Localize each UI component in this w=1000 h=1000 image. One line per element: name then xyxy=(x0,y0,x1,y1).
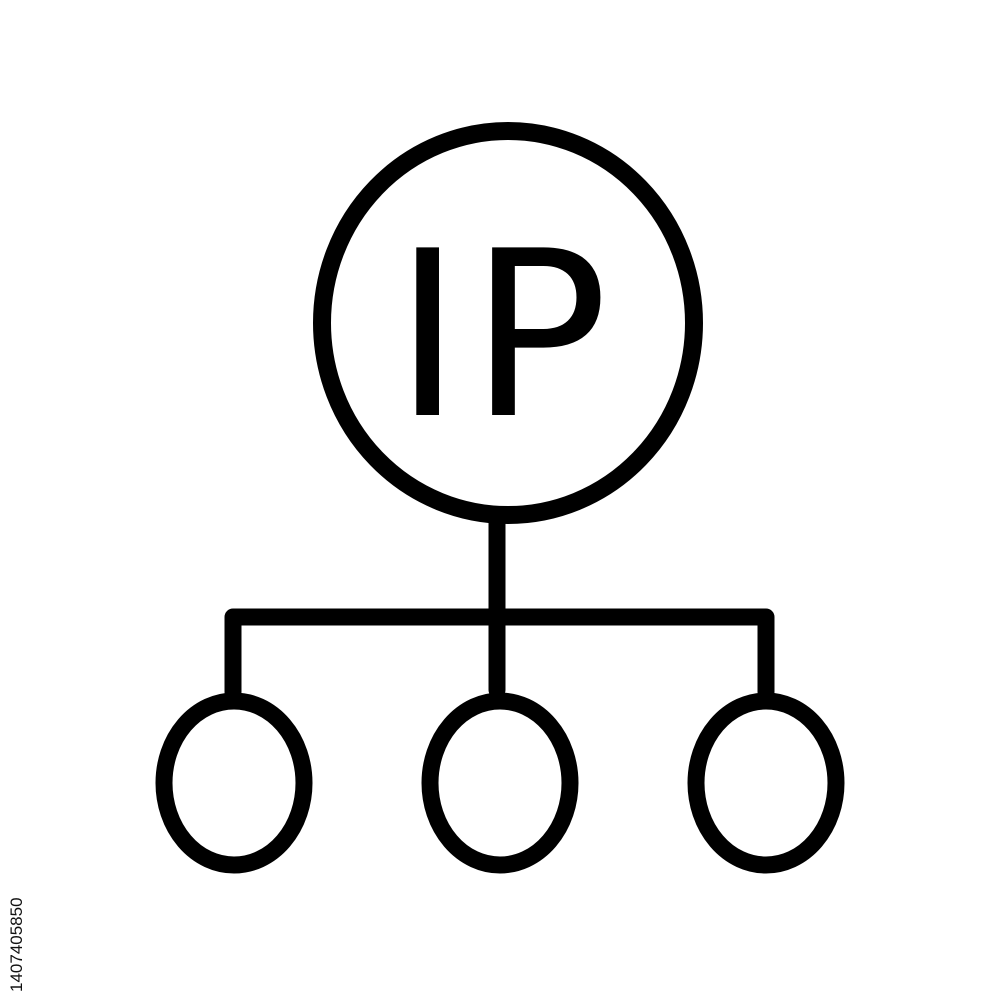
child-node-left xyxy=(155,692,313,874)
ip-hub-circle xyxy=(313,122,703,524)
child-node-center xyxy=(421,692,579,874)
child-node-right xyxy=(687,692,845,874)
stock-id-text: 1407405850 xyxy=(7,897,26,992)
ip-hub-label: IP xyxy=(394,203,617,470)
branch-bus-line xyxy=(224,608,775,701)
